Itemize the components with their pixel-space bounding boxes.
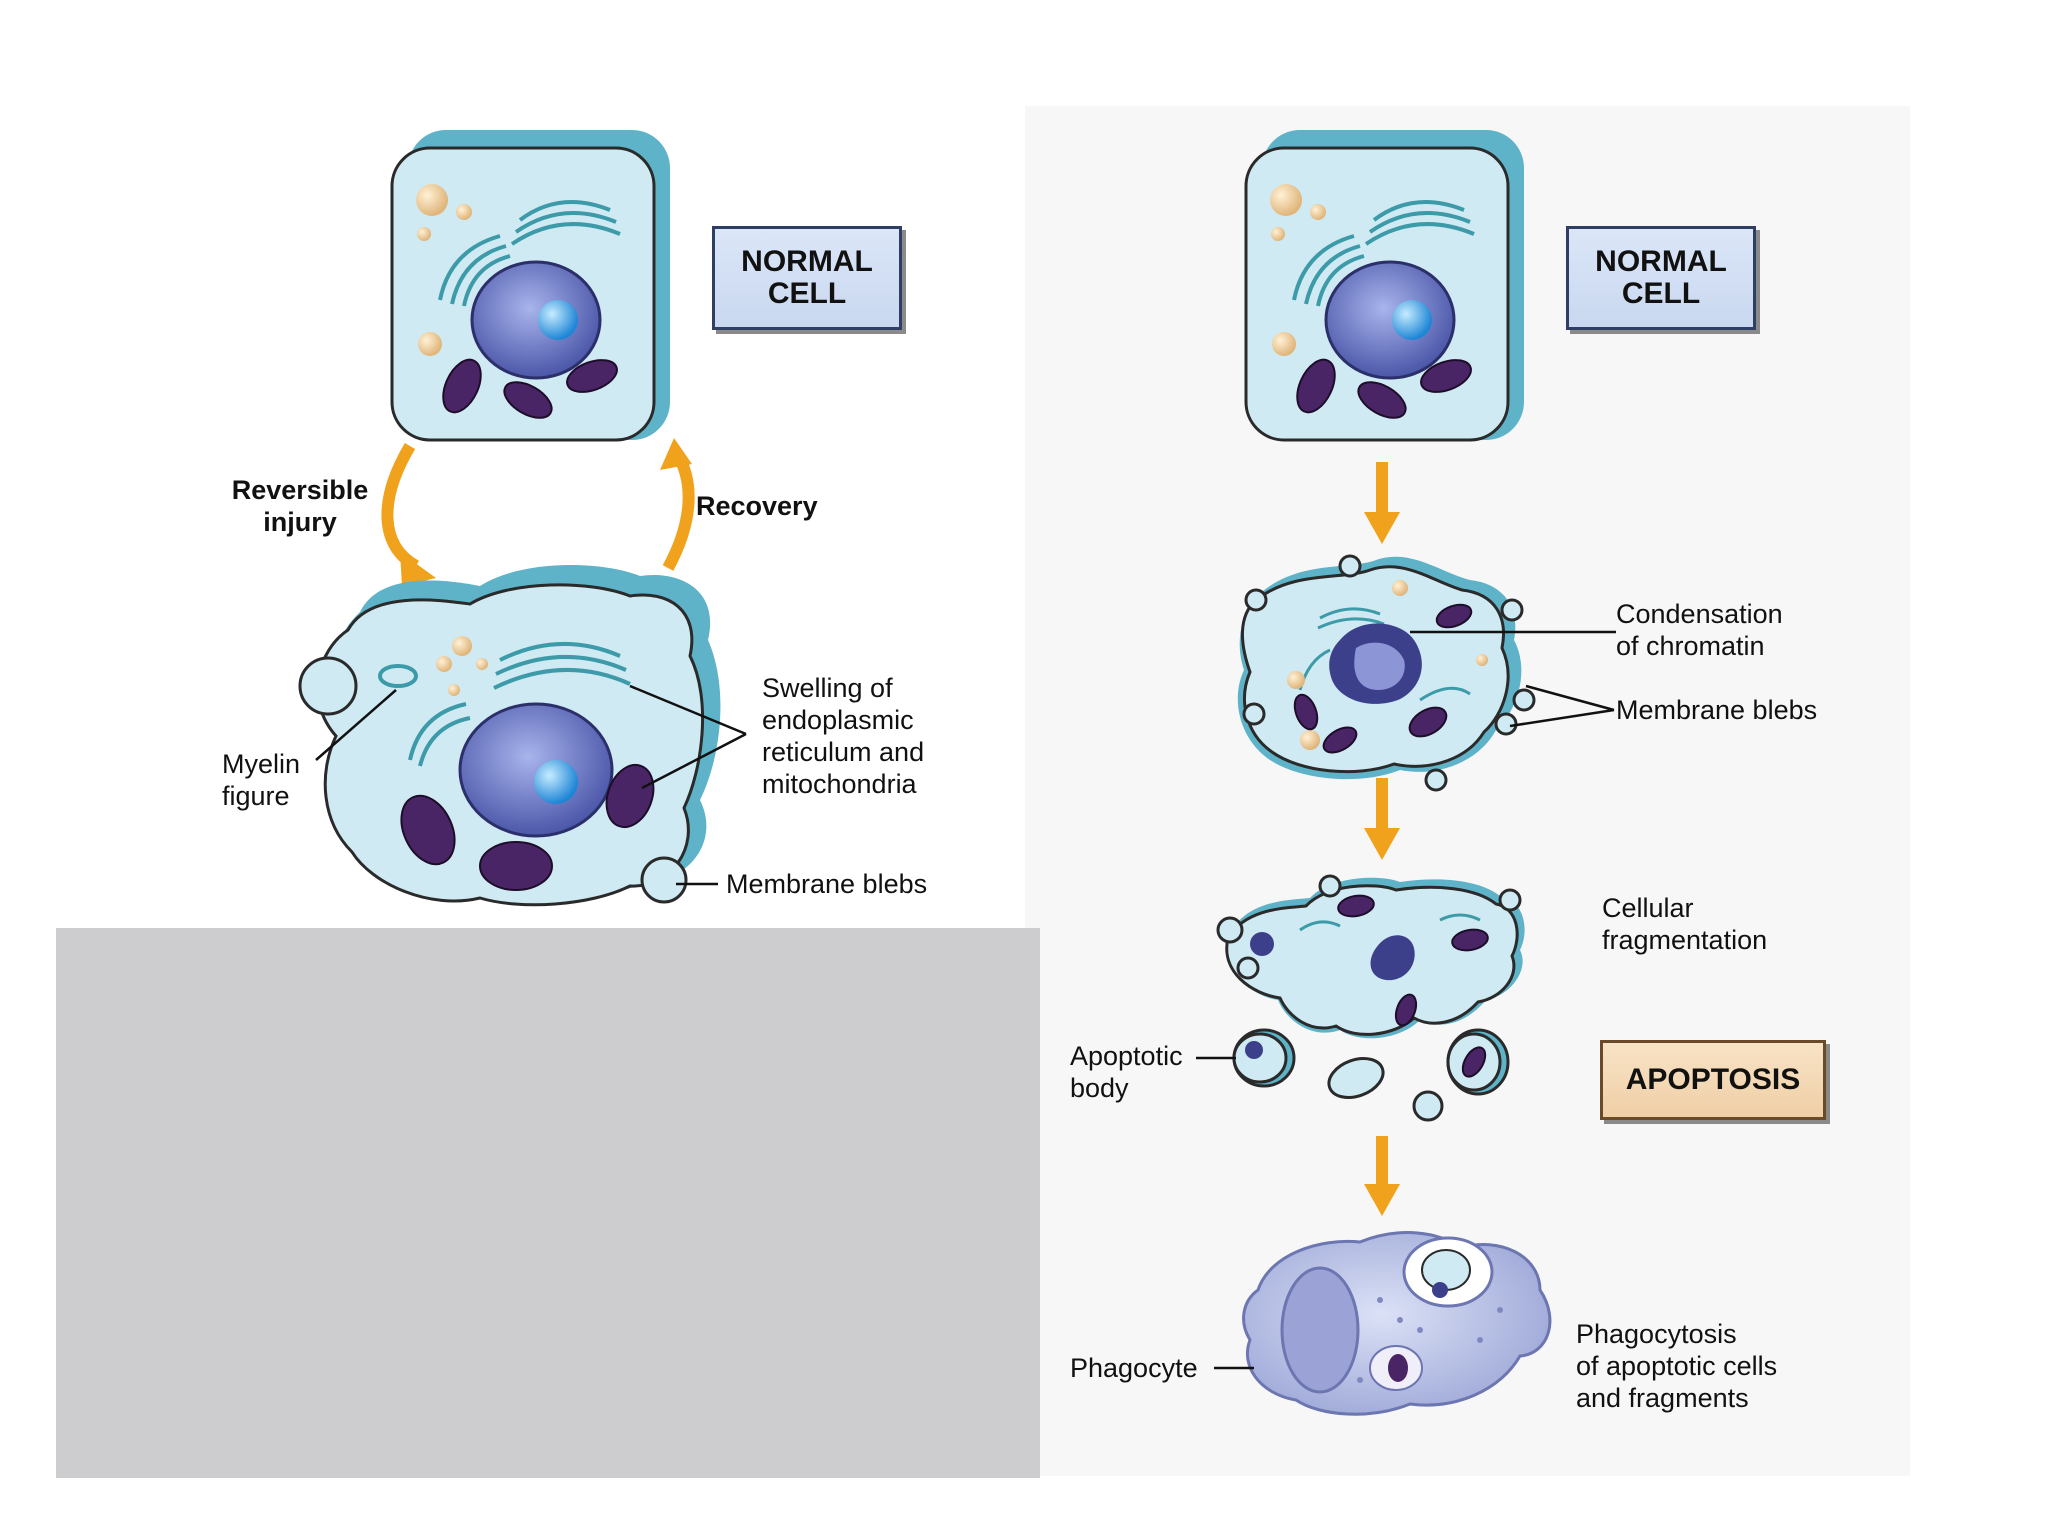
condensation-label: Condensation of chromatin xyxy=(1616,599,1783,661)
apoptotic-body-label: Apoptotic body xyxy=(1070,1041,1183,1103)
right-normal-cell-box: NORMAL CELL xyxy=(1566,226,1756,330)
cellular-fragmentation-label: Cellular fragmentation xyxy=(1602,893,1768,955)
recovery-label: Recovery xyxy=(696,491,818,521)
right-normal-cell-text: NORMAL CELL xyxy=(1595,245,1727,310)
reversible-injury-label: Reversible injury xyxy=(231,475,369,537)
condensed-leader-lines xyxy=(1410,630,1616,728)
phagocytosis-label: Phagocytosis of apoptotic cells and frag… xyxy=(1576,1319,1778,1413)
left-membrane-blebs-label: Membrane blebs xyxy=(726,869,928,899)
right-normal-cell xyxy=(1244,130,1524,442)
apoptotic-body-icons xyxy=(1232,1028,1510,1122)
left-normal-cell-box: NORMAL CELL xyxy=(712,226,902,330)
left-swollen-cell xyxy=(298,565,721,907)
mitochondria-icons xyxy=(442,358,618,419)
nucleolus-icon xyxy=(538,300,578,340)
myelin-figure-label: Myelin figure xyxy=(222,749,301,811)
reversible-injury-arrow xyxy=(381,442,436,586)
er-icon xyxy=(438,200,621,307)
left-leader-lines xyxy=(315,684,747,886)
vesicle-icons xyxy=(416,184,472,356)
fragmenting-cell xyxy=(1216,874,1525,1039)
gray-placeholder-block xyxy=(56,928,1040,1478)
condensed-cell xyxy=(1237,554,1536,792)
swelling-label: Swelling of endoplasmic reticulum and mi… xyxy=(762,673,925,799)
nucleus-icon xyxy=(470,260,602,380)
apoptosis-text: APOPTOSIS xyxy=(1625,1063,1801,1096)
phagocyte-cell xyxy=(1242,1231,1552,1416)
phagocyte-label: Phagocyte xyxy=(1070,1353,1198,1383)
down-arrows xyxy=(1364,462,1400,1216)
left-normal-cell xyxy=(390,130,670,442)
apoptosis-box: APOPTOSIS xyxy=(1600,1040,1826,1120)
left-normal-cell-text: NORMAL CELL xyxy=(741,245,873,310)
recovery-arrow xyxy=(660,438,695,571)
right-membrane-blebs-label: Membrane blebs xyxy=(1616,695,1818,725)
